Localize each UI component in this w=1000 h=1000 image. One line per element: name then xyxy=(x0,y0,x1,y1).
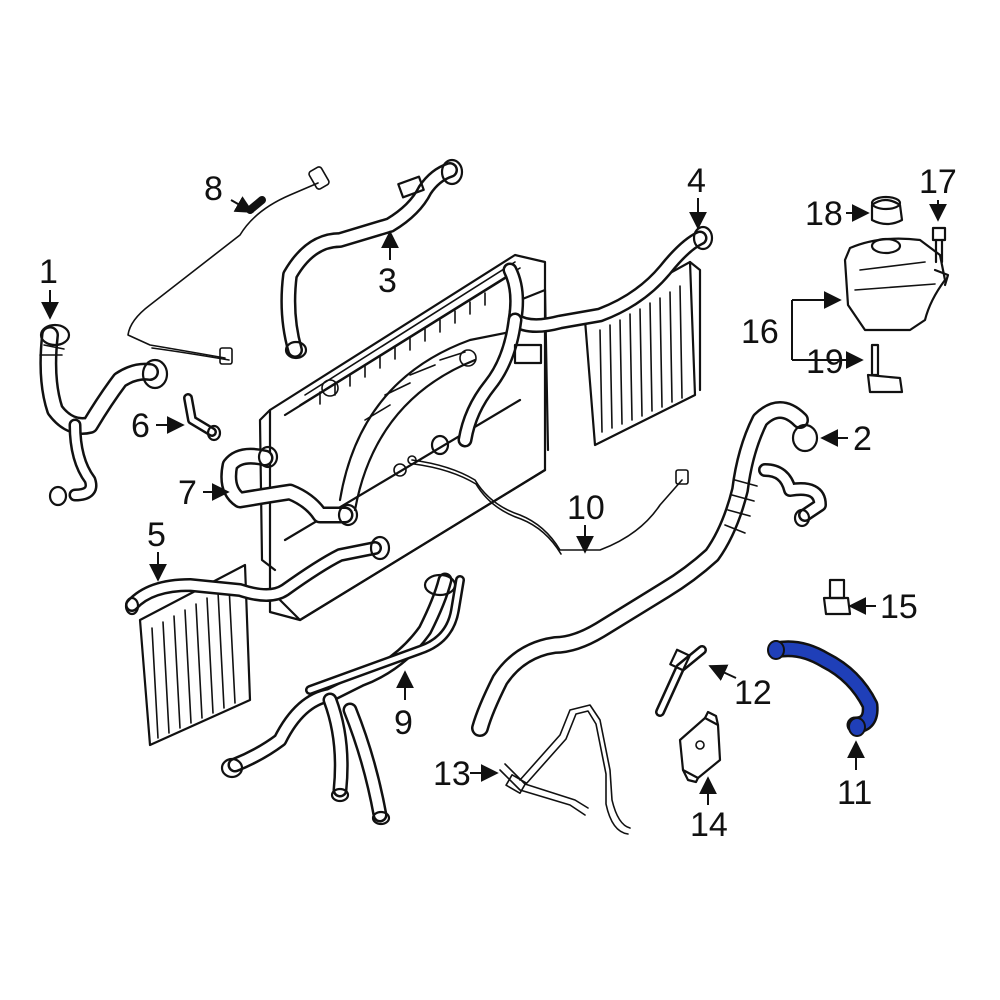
part-2-hose xyxy=(471,401,827,737)
callout-9: 9 xyxy=(394,704,413,742)
callout-15: 15 xyxy=(880,588,918,626)
part-15-sensor xyxy=(822,578,852,616)
part-14-valve xyxy=(678,710,722,784)
part-6-fitting xyxy=(183,393,222,442)
part-11-highlighted-hose xyxy=(767,640,879,737)
part-9-hose xyxy=(220,572,465,826)
callout-17: 17 xyxy=(919,163,957,201)
radiator-assembly xyxy=(258,253,550,622)
callout-8: 8 xyxy=(204,170,223,208)
callout-16: 16 xyxy=(741,313,779,351)
part-1-hose xyxy=(39,323,169,507)
part-4-hose xyxy=(430,225,714,456)
callout-1: 1 xyxy=(39,253,58,291)
callout-7: 7 xyxy=(178,474,197,512)
callout-19: 19 xyxy=(806,343,844,381)
leader-lines xyxy=(41,196,947,805)
callout-4: 4 xyxy=(687,162,706,200)
callout-12: 12 xyxy=(734,674,772,712)
part-19-sensor xyxy=(866,343,904,394)
callout-14: 14 xyxy=(690,806,728,844)
part-5-hose xyxy=(124,535,391,616)
callout-3: 3 xyxy=(378,262,397,300)
callout-18: 18 xyxy=(805,195,843,233)
callout-2: 2 xyxy=(853,420,872,458)
callout-11: 11 xyxy=(837,774,872,812)
callout-labels: 1 2 3 4 5 6 7 8 9 10 11 12 13 14 15 16 1… xyxy=(39,162,957,844)
part-18-cap xyxy=(870,195,904,226)
part-3-hose xyxy=(280,158,464,360)
part-12-fitting xyxy=(655,645,707,717)
callout-5: 5 xyxy=(147,516,166,554)
callout-13: 13 xyxy=(433,755,471,793)
part-17-bolt xyxy=(931,226,947,264)
part-13-line xyxy=(499,704,631,835)
part-10-line xyxy=(407,455,689,555)
callout-10: 10 xyxy=(567,489,605,527)
part-16-reservoir xyxy=(843,237,950,332)
part-7-hose xyxy=(220,445,359,527)
callout-6: 6 xyxy=(131,407,150,445)
